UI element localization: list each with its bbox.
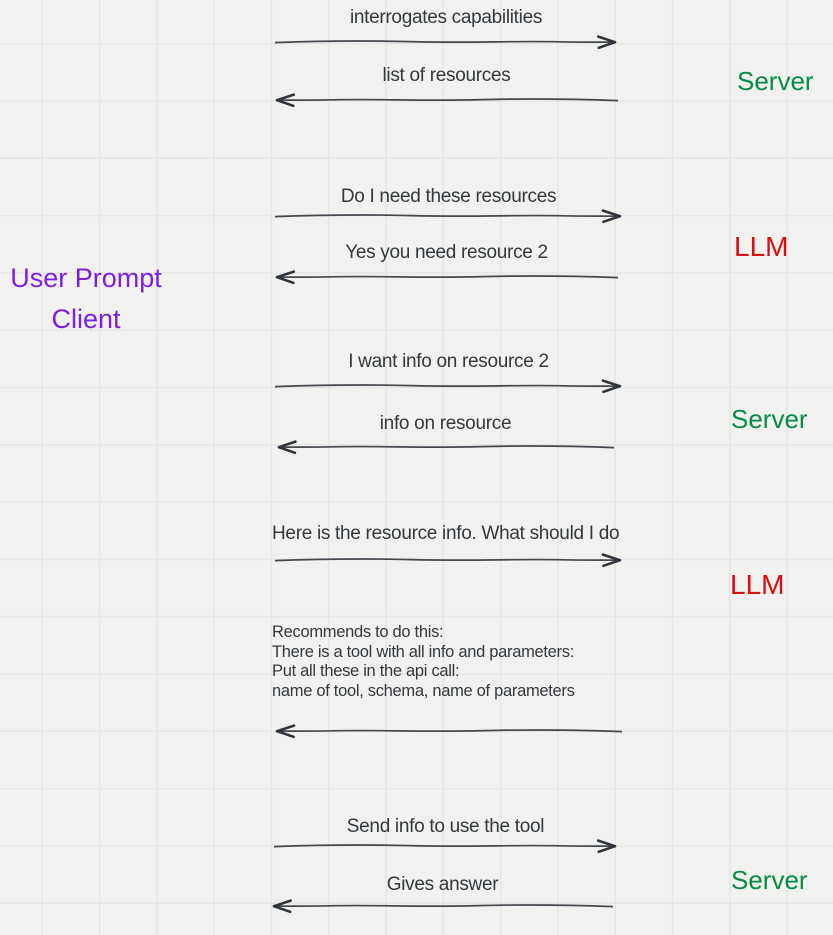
message-label: Yes you need resource 2 [345, 242, 548, 263]
actor-label-user-prompt: User Prompt [10, 263, 162, 293]
message-label: info on resource [379, 413, 512, 434]
message-label: Gives answer [386, 874, 499, 895]
message-label: I want info on resource 2 [348, 351, 549, 372]
actor-label-server-2: Server [731, 404, 808, 434]
actor-label-server-1: Server [737, 66, 814, 96]
message-label: Do I need these resources [340, 186, 557, 207]
message-arrow-right [273, 379, 622, 394]
message-label: interrogates capabilities [349, 7, 543, 28]
message-arrow-right [272, 839, 617, 854]
message-arrow-right [273, 35, 617, 50]
message-arrow-left [275, 724, 624, 739]
actor-label-client: Client [51, 304, 121, 334]
message-label: Send info to use the tool [346, 816, 545, 837]
message-arrow-right [273, 553, 622, 568]
message-label: Here is the resource info. What should I… [272, 523, 620, 544]
message-arrow-left [272, 899, 615, 914]
actor-label-server-3: Server [731, 865, 808, 895]
message-arrow-left [275, 270, 620, 285]
actor-label-llm-2: LLM [730, 569, 785, 600]
message-label: Recommends to do this: There is a tool w… [272, 623, 575, 700]
message-label: list of resources [382, 65, 511, 86]
message-arrow-left [277, 440, 616, 455]
message-arrow-right [273, 209, 622, 224]
message-arrow-left [275, 93, 620, 108]
actor-label-llm-1: LLM [734, 231, 789, 262]
